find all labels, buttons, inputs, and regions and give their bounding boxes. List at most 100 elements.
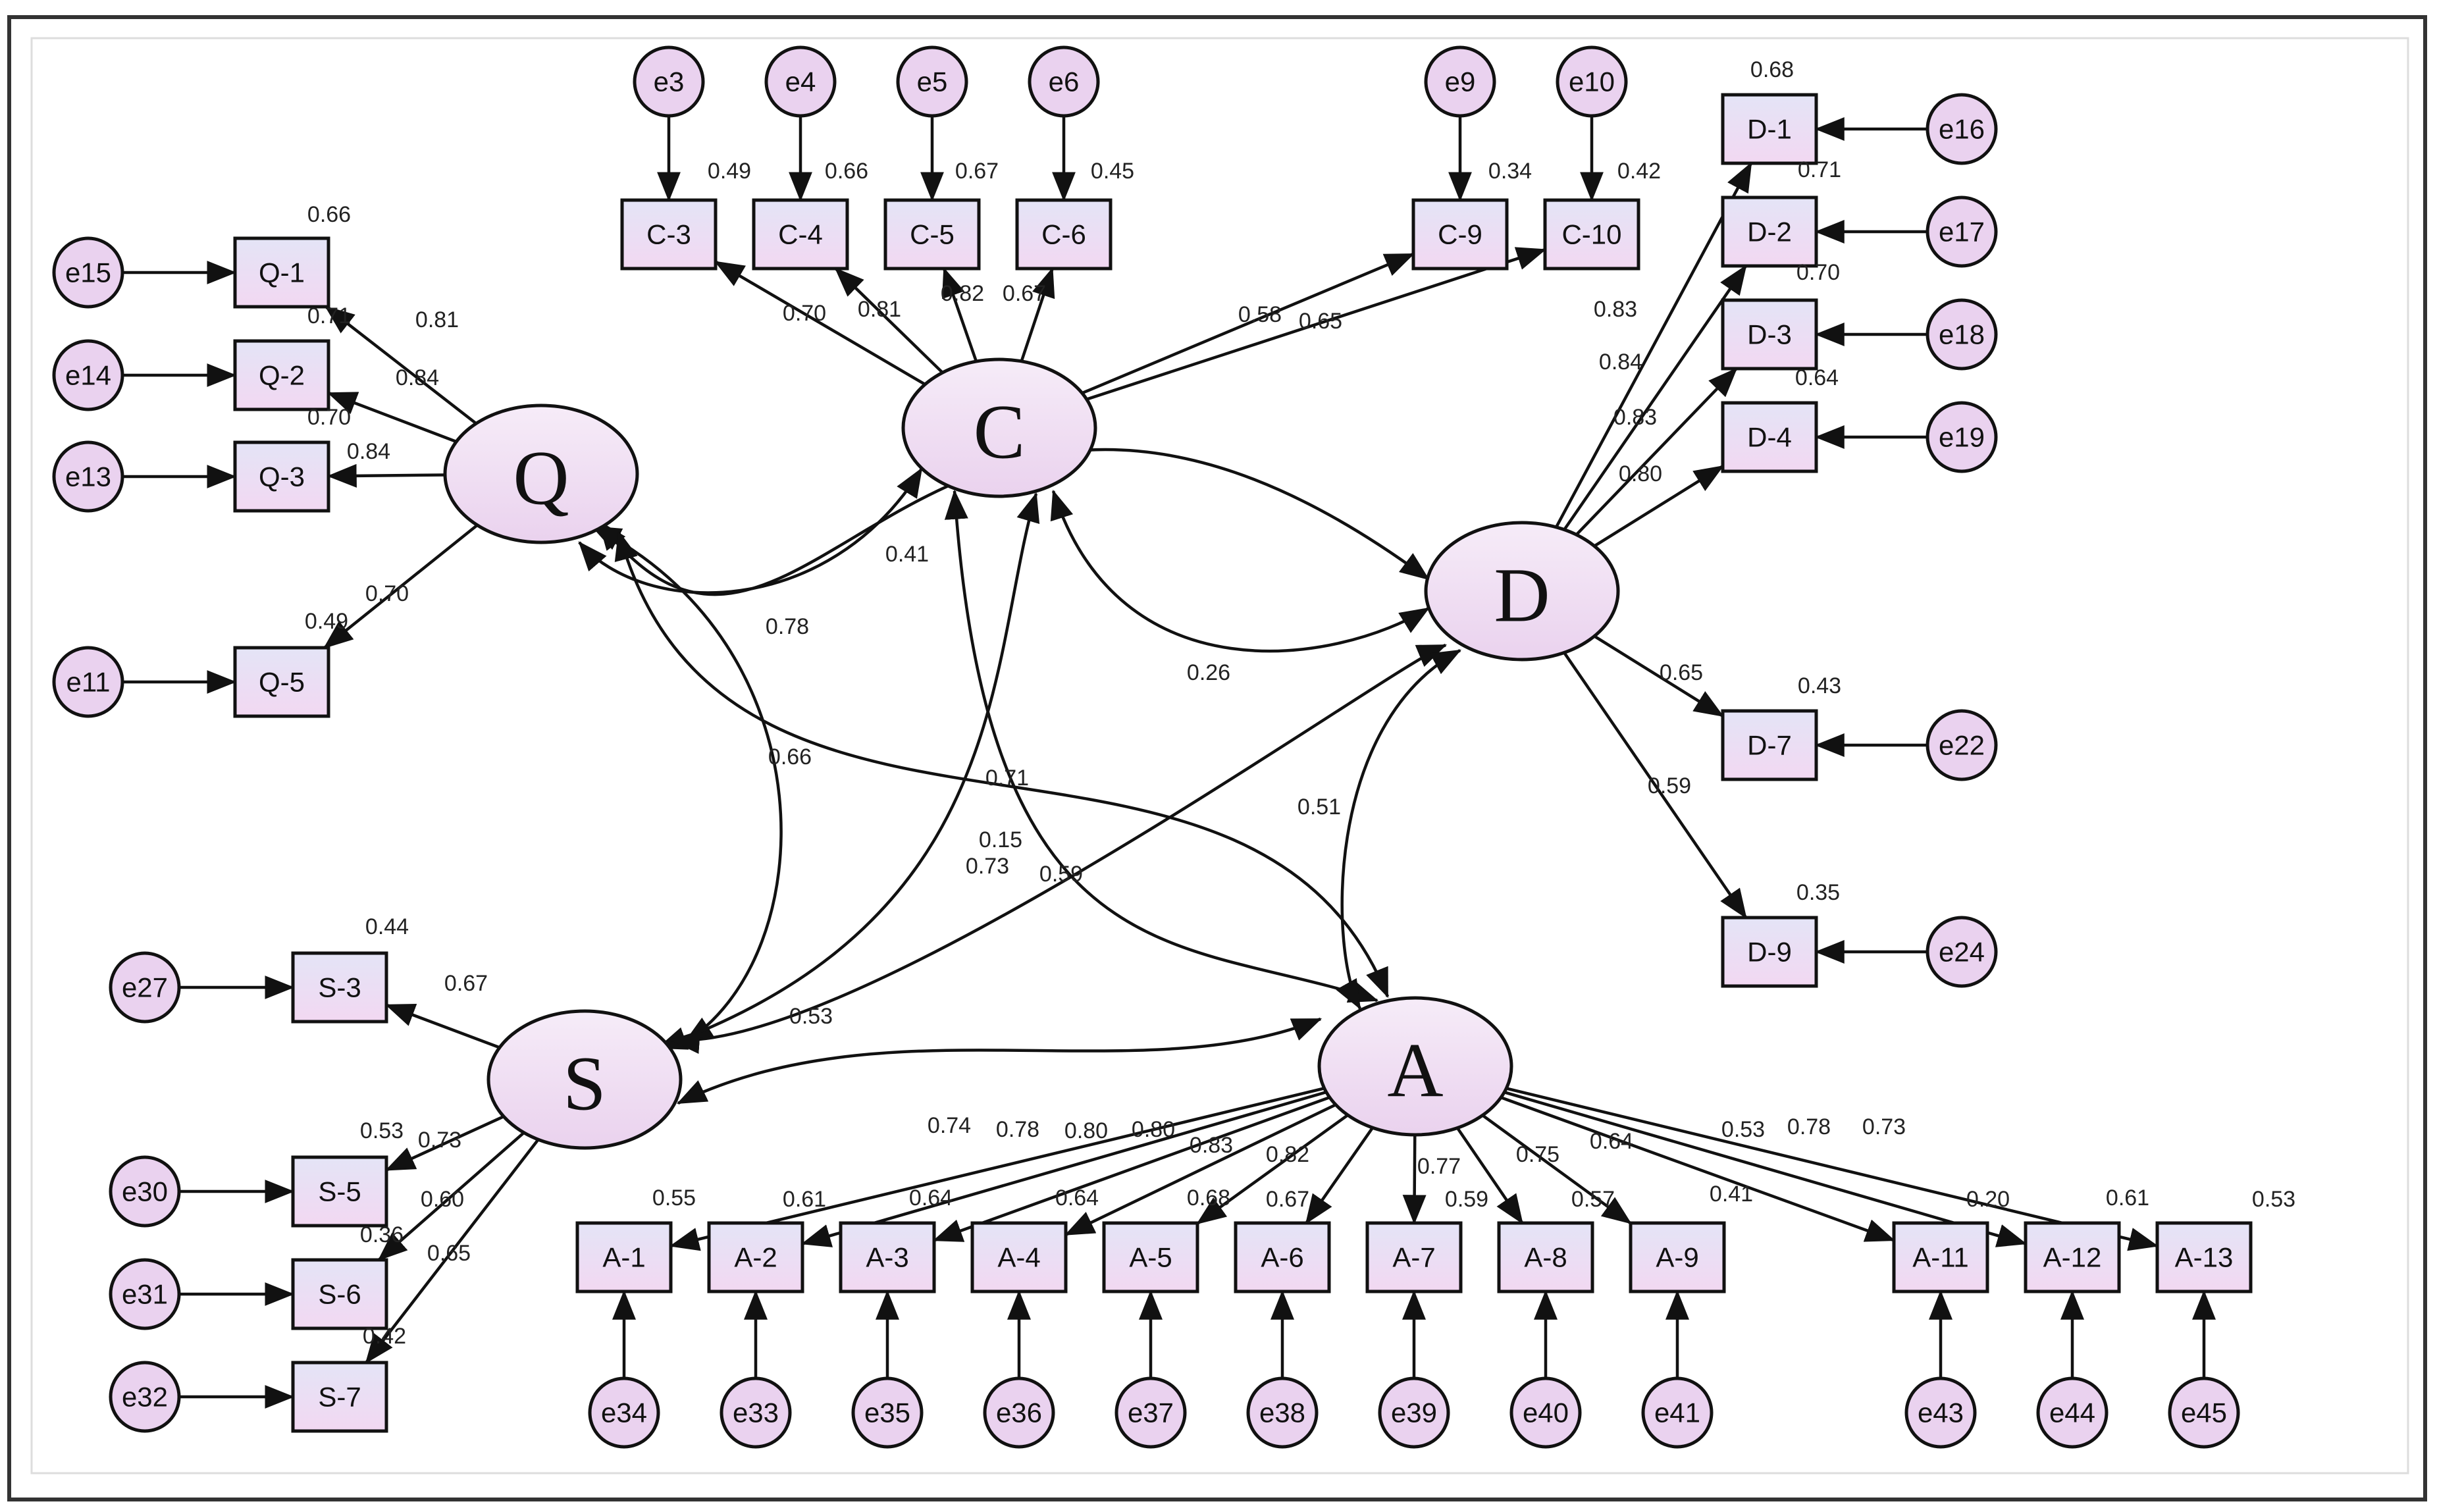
loading-arrow-a-12 (1504, 1091, 2028, 1247)
indicator-box (620, 198, 718, 271)
correlation-label-d-a: 0.51 (1297, 795, 1341, 820)
error-e3: e3 (633, 45, 705, 118)
indicator-box (1721, 916, 1818, 988)
indicator-box (1721, 196, 1818, 268)
indicator-box (575, 1221, 673, 1293)
r2-label-s-3: 0.44 (365, 914, 409, 939)
error-label: e5 (917, 66, 948, 97)
error-label: e18 (1939, 319, 1985, 350)
error-circle (109, 1155, 181, 1228)
indicator-box (291, 1258, 388, 1330)
indicator-label: C-10 (1561, 219, 1621, 250)
loading-label-s-7: 0.65 (427, 1241, 471, 1266)
error-circle (1246, 1376, 1319, 1449)
loading-label-a-13: 0.73 (1862, 1114, 1906, 1139)
indicator-d-3: D-3 (1721, 298, 1818, 371)
error-e5: e5 (896, 45, 968, 118)
indicator-c-6: C-6 (1015, 198, 1113, 271)
error-label: e38 (1259, 1397, 1305, 1428)
latent-c: C (901, 357, 1097, 498)
loading-label-q-5: 0.70 (365, 581, 409, 606)
error-circle (109, 951, 181, 1024)
loading-label-a-12: 0.78 (1787, 1114, 1831, 1139)
loading-label-a-5: 0.83 (1190, 1133, 1233, 1158)
indicator-label: A-4 (997, 1242, 1040, 1273)
error-circle (1378, 1376, 1450, 1449)
error-label: e27 (122, 972, 168, 1003)
r2-label-q-1: 0.66 (307, 202, 351, 227)
r2-label-q-2: 0.71 (307, 303, 351, 328)
indicator-box (1497, 1221, 1594, 1293)
indicator-label: Q-3 (259, 461, 305, 492)
loading-label-a-2: 0.78 (996, 1117, 1039, 1142)
r2-label-a-1: 0.55 (652, 1186, 696, 1211)
error-label: e19 (1939, 422, 1985, 453)
correlation-d-a (1336, 649, 1461, 1010)
correlation-label-c-s: 0.15 (979, 827, 1022, 852)
indicator-d-7: D-7 (1721, 709, 1818, 781)
loading-arrow-c-3 (714, 260, 926, 386)
error-e24: e24 (1926, 916, 1998, 988)
latent-ellipse (486, 1009, 683, 1150)
error-e44: e44 (2036, 1376, 2109, 1449)
indicator-label: A-13 (2175, 1242, 2234, 1273)
indicator-label: A-7 (1392, 1242, 1435, 1273)
loading-arrow-a-8 (1455, 1127, 1524, 1224)
error-e22: e22 (1926, 709, 1998, 781)
loading-arrow-q-1 (325, 305, 477, 425)
inner-frame (30, 37, 2409, 1474)
error-label: e36 (996, 1397, 1042, 1428)
error-circle (2036, 1376, 2109, 1449)
error-label: e3 (654, 66, 685, 97)
indicator-box (233, 440, 330, 513)
loading-arrow-d-4 (1593, 465, 1724, 548)
error-circle (1926, 298, 1998, 371)
loading-label-a-8: 0.75 (1516, 1142, 1559, 1167)
indicator-d-4: D-4 (1721, 401, 1818, 473)
indicator-s-5: S-5 (291, 1155, 388, 1228)
indicator-q-3: Q-3 (233, 440, 330, 513)
error-e6: e6 (1028, 45, 1100, 118)
indicator-c-3: C-3 (620, 198, 718, 271)
indicator-box (1721, 709, 1818, 781)
loading-label-d-7: 0.65 (1660, 660, 1703, 685)
loading-arrow-d-3 (1575, 367, 1738, 536)
indicator-box (839, 1221, 936, 1293)
error-e37: e37 (1114, 1376, 1187, 1449)
indicator-label: C-5 (910, 219, 955, 250)
r2-label-d-1: 0.68 (1750, 57, 1794, 82)
error-label: e33 (733, 1397, 779, 1428)
indicator-box (752, 198, 849, 271)
indicator-q-5: Q-5 (233, 646, 330, 718)
error-e11: e11 (52, 646, 124, 718)
correlation-s-a (676, 1017, 1323, 1105)
loading-label-a-4: 0.80 (1132, 1117, 1175, 1142)
indicator-label: A-6 (1261, 1242, 1303, 1273)
error-circle (588, 1376, 660, 1449)
indicator-a-13: A-13 (2155, 1221, 2253, 1293)
loading-arrow-s-5 (384, 1115, 505, 1172)
indicator-label: C-4 (778, 219, 823, 250)
indicator-a-1: A-1 (575, 1221, 673, 1293)
error-e40: e40 (1509, 1376, 1582, 1449)
loading-arrow-a-6 (1305, 1126, 1374, 1224)
r2-label-a-2: 0.61 (783, 1187, 826, 1212)
indicator-a-11: A-11 (1892, 1221, 1989, 1293)
loading-arrow-c-9 (1081, 252, 1415, 395)
indicator-box (970, 1221, 1068, 1293)
loading-arrow-a-13 (1506, 1087, 2159, 1251)
r2-label-c-5: 0.67 (955, 159, 999, 184)
error-e41: e41 (1641, 1376, 1714, 1449)
loading-arrow-q-3 (327, 463, 446, 488)
indicator-box (2155, 1221, 2253, 1293)
loading-arrow-a-7 (1402, 1134, 1427, 1225)
latent-label: D (1494, 552, 1550, 639)
indicator-label: S-6 (318, 1279, 361, 1310)
latent-ellipse (1424, 521, 1620, 662)
indicator-box (1629, 1221, 1726, 1293)
error-e43: e43 (1904, 1376, 1977, 1449)
loading-label-c-3: 0.70 (783, 301, 826, 326)
r2-label-d-4: 0.64 (1795, 365, 1839, 390)
indicator-label: Q-1 (259, 257, 305, 288)
